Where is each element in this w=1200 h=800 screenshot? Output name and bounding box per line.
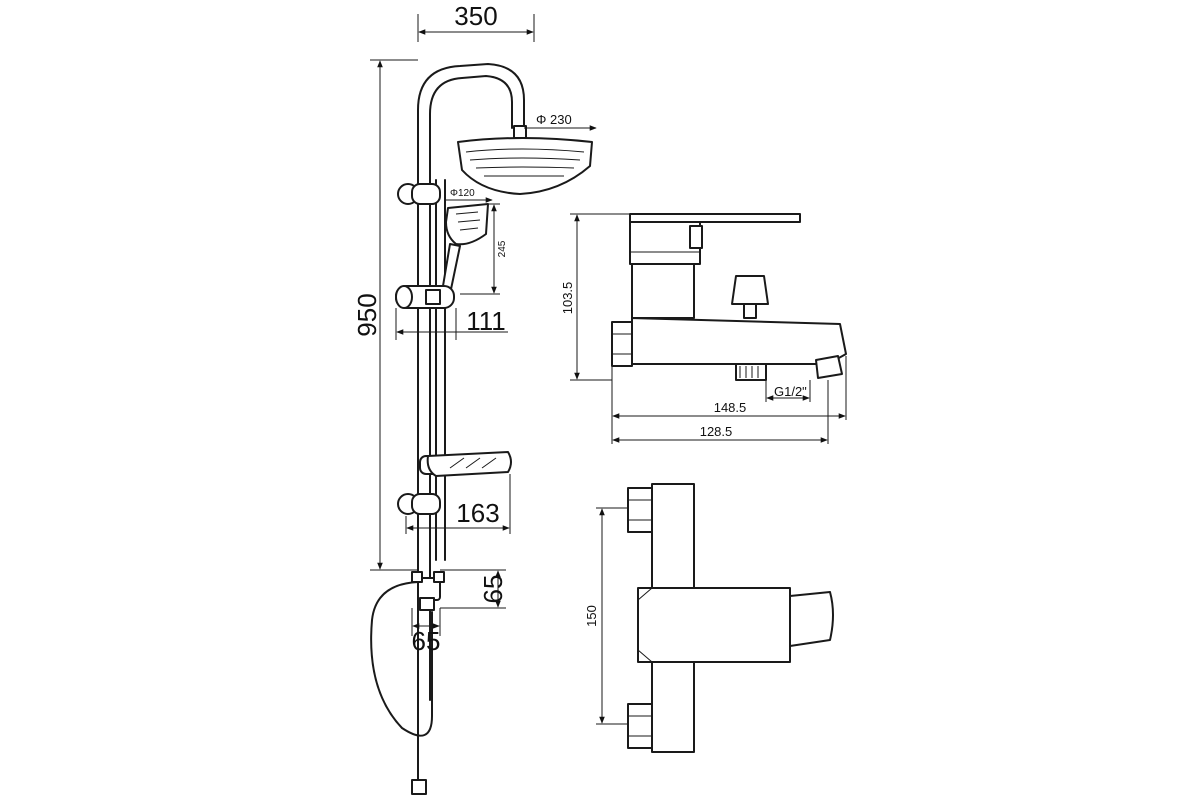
dim-hand-diameter-label: Φ120 (450, 188, 475, 199)
faucet-spout (631, 317, 847, 365)
faucet-front-dimensions: 150 (584, 507, 628, 725)
dim-faucet-height-label: 103.5 (560, 282, 575, 315)
shower-hose (370, 581, 433, 737)
shower-riser-inner (429, 75, 513, 701)
faucet-lever-handle (629, 213, 801, 223)
dim-faucet-length2-label: 128.5 (700, 424, 733, 439)
rain-shower-head (457, 125, 593, 195)
soap-dish (419, 451, 512, 477)
wall-bracket-bottom (397, 493, 441, 515)
dim-hand-length-label: 245 (497, 240, 508, 257)
dim-thread-label: G1/2" (774, 384, 807, 399)
dim-diverter-height-label: 65 (478, 575, 508, 604)
dim-height-label: 950 (352, 293, 382, 336)
inlet-nut-top (627, 487, 653, 533)
faucet-side-view (611, 213, 847, 381)
riser-inlet-nut (411, 779, 427, 795)
hand-shower-holder (395, 285, 455, 309)
dim-width-label: 350 (454, 1, 497, 31)
shower-set (370, 63, 593, 795)
inlet-nut-bottom (627, 703, 653, 749)
hand-shower (441, 203, 489, 295)
faucet-body (631, 263, 695, 319)
diverter (411, 571, 445, 611)
dim-faucet-length1-label: 148.5 (714, 400, 747, 415)
dim-head-diameter-label: Φ 230 (536, 112, 572, 127)
dim-holder-offset-label: 111 (466, 306, 506, 336)
shower-riser (417, 63, 525, 701)
faucet-side-dimensions: 103.5 G1/2" 148.5 128.5 (560, 213, 847, 444)
faucet-cartridge (629, 221, 701, 265)
dim-front-height-label: 150 (584, 605, 599, 627)
wall-bracket-top (397, 183, 441, 205)
faucet-front-handle (789, 591, 834, 647)
shower-dimensions: 350 950 Φ 230 Φ120 245 111 163 65 (352, 1, 597, 656)
diverter-knob (731, 275, 769, 305)
dim-diverter-width-label: 65 (412, 626, 441, 656)
dim-dish-offset-label: 163 (456, 498, 499, 528)
faucet-front-view (627, 483, 834, 753)
faucet-inlet-nut (611, 321, 633, 367)
faucet-front-spout (637, 587, 791, 663)
